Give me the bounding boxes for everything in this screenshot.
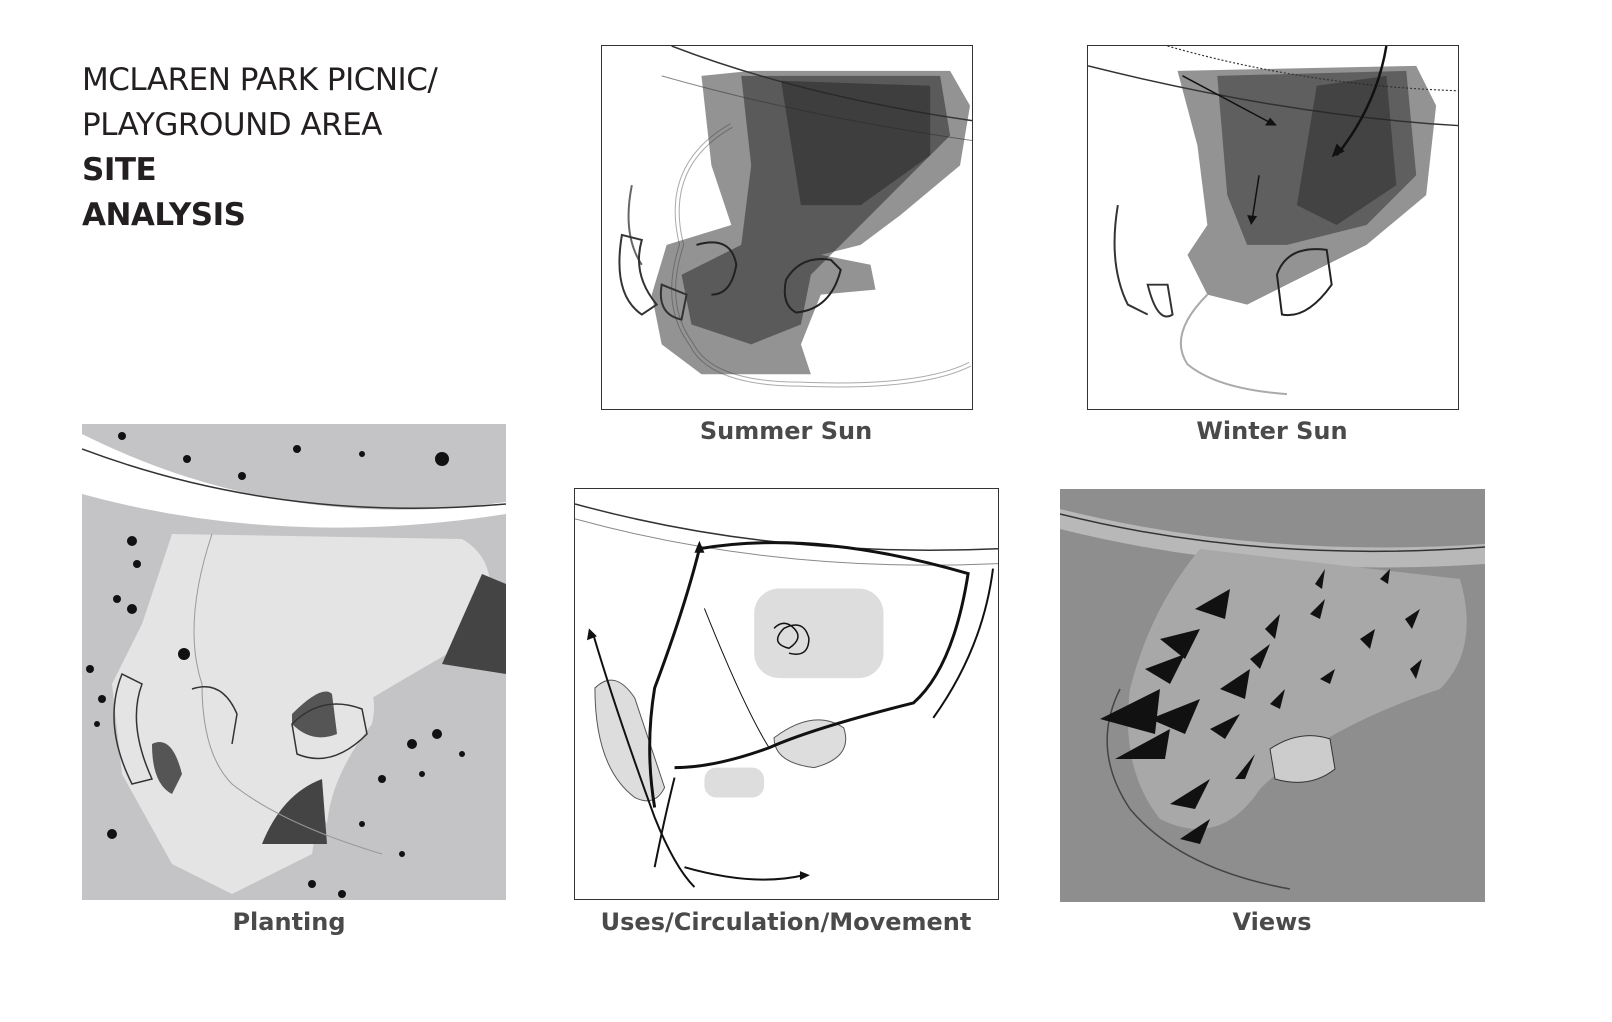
summer-sun-label: Summer Sun xyxy=(699,417,873,445)
uses-circulation-label: Uses/Circulation/Movement xyxy=(600,908,972,936)
uses-circulation-map xyxy=(574,488,999,900)
title-line-4: ANALYSIS xyxy=(82,197,246,233)
planting-label: Planting xyxy=(232,908,346,936)
views-map xyxy=(1060,489,1485,902)
winter-sun-shade-diagram xyxy=(1088,46,1458,396)
title-line-3: SITE xyxy=(82,152,157,188)
views-diagram xyxy=(1060,489,1485,902)
planting-diagram xyxy=(82,432,506,898)
view-cones xyxy=(1100,569,1422,844)
title-line-2: PLAYGROUND AREA xyxy=(82,107,383,143)
summer-sun-shade-diagram xyxy=(618,46,972,388)
page-title: MCLAREN PARK PICNIC/ PLAYGROUND AREA SIT… xyxy=(82,58,438,238)
summer-sun-map xyxy=(601,45,973,410)
circulation-diagram xyxy=(575,503,998,888)
views-label: Views xyxy=(1232,908,1312,936)
planting-map xyxy=(82,424,506,900)
winter-sun-label: Winter Sun xyxy=(1196,417,1348,445)
title-line-1: MCLAREN PARK PICNIC/ xyxy=(82,62,438,98)
winter-sun-map xyxy=(1087,45,1459,410)
